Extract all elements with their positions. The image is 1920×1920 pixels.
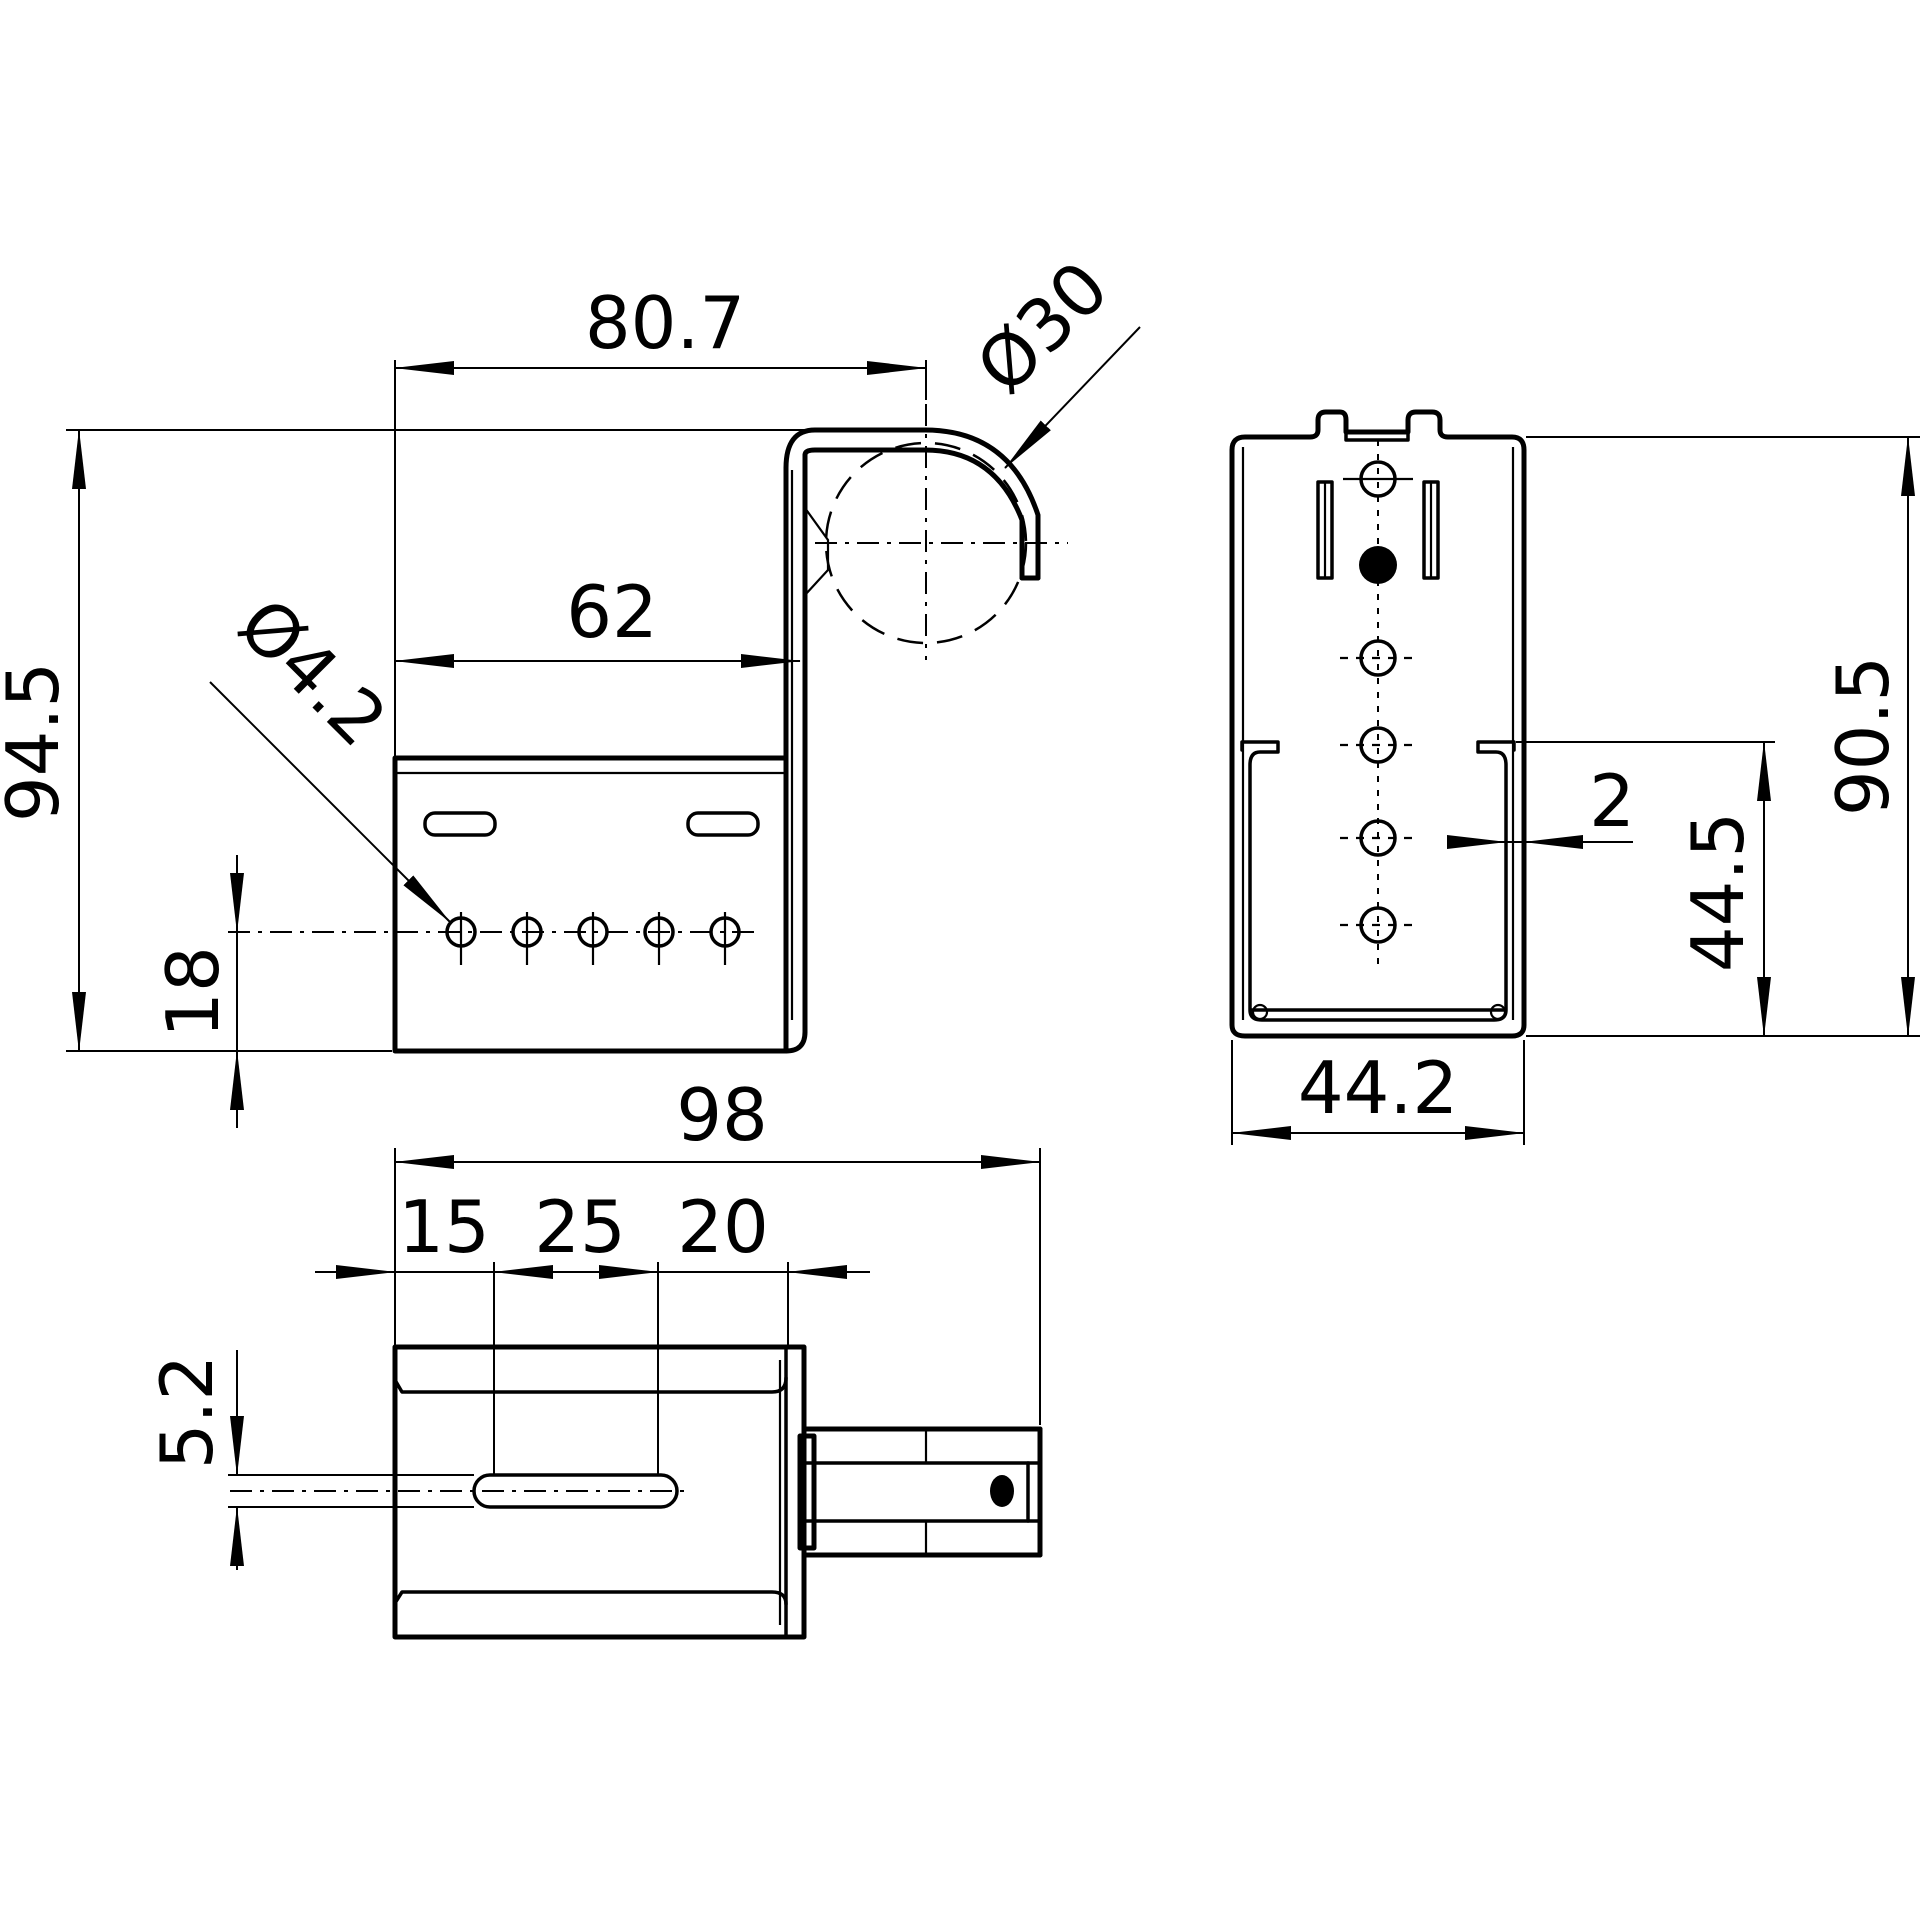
dim-25: 25 [534,1185,626,1269]
dim-44-2: 44.2 [1298,1046,1458,1130]
dim-hole-diameter: Ø4.2 [222,582,402,762]
dim-2: 2 [1589,759,1635,843]
dim-15: 15 [398,1185,490,1269]
top-view: 98 15 25 20 5.2 [145,1073,1043,1640]
side-view-slot-left [423,811,497,837]
end-view-hole-5 [1340,819,1416,857]
side-view-hole-4 [643,912,675,965]
end-view-outline [1229,409,1527,1039]
dim-18: 18 [151,946,235,1038]
dim-80-7: 80.7 [585,281,745,365]
dim-98: 98 [676,1073,768,1157]
dim-clamp-diameter: Ø30 [960,245,1124,409]
end-view-hole-3 [1340,639,1416,677]
side-view-hole-2 [511,912,543,965]
end-view-hole-1 [1343,460,1413,498]
dim-20: 20 [677,1185,769,1269]
end-view-hole-2 [1359,546,1397,584]
side-view-slot-right [686,811,760,837]
dim-62: 62 [566,570,658,654]
side-view-base-plate [392,755,789,1054]
side-view: 80.7 62 94.5 18 Ø4.2 Ø30 [0,245,1141,1128]
end-view: 90.5 44.5 2 44.2 [1229,409,1920,1145]
dim-5-2: 5.2 [145,1355,229,1470]
end-view-hole-6 [1340,906,1416,944]
end-view-hole-4 [1340,726,1416,764]
top-view-tab [797,1433,817,1551]
side-view-hole-5 [709,912,741,965]
dim-44-5: 44.5 [1676,812,1760,972]
side-view-hole-1 [445,912,477,965]
top-view-body [392,1344,807,1640]
dim-94-5: 94.5 [0,662,75,822]
side-view-hook [783,427,1041,581]
dim-90-5: 90.5 [1821,656,1905,816]
top-view-tab-hole [990,1475,1014,1507]
side-view-hole-3 [577,912,609,965]
